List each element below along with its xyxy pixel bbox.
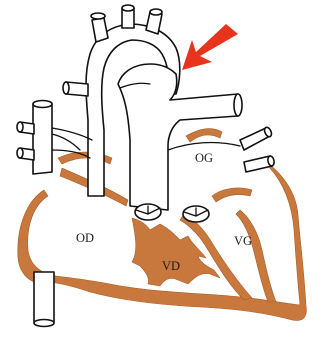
right-ventricle-trabeculae [132, 218, 220, 286]
inferior-vena-cava [34, 272, 54, 325]
left-atrium-boundary [168, 143, 240, 150]
label-left-ventricle: VG [234, 234, 252, 248]
label-left-atrium: OG [195, 151, 213, 165]
superior-vena-cava-opening [33, 101, 52, 108]
left-atrium-wall [186, 129, 222, 142]
right-atrium-boundary [52, 134, 80, 150]
arrow-down-left-icon [182, 24, 238, 70]
right-pulmonary-vein-upper-opening [17, 122, 23, 132]
red-pointer-arrow [182, 24, 238, 70]
label-right-ventricle: VD [162, 259, 180, 273]
left-atrium-lower-wall [212, 188, 252, 202]
inferior-vena-cava-opening [34, 320, 54, 327]
brachiocephalic-trunk [92, 18, 108, 42]
brachiocephalic-opening [91, 13, 105, 19]
right-pulmonary-artery-opening [234, 94, 242, 116]
left-carotid-opening [122, 5, 134, 11]
right-pulmonary-vein-lower-opening [17, 148, 23, 158]
superior-vena-cava [33, 101, 52, 174]
label-right-atrium: OD [76, 231, 94, 245]
left-subclavian-opening [150, 9, 162, 15]
aortic-side-vessel-opening [63, 82, 69, 94]
